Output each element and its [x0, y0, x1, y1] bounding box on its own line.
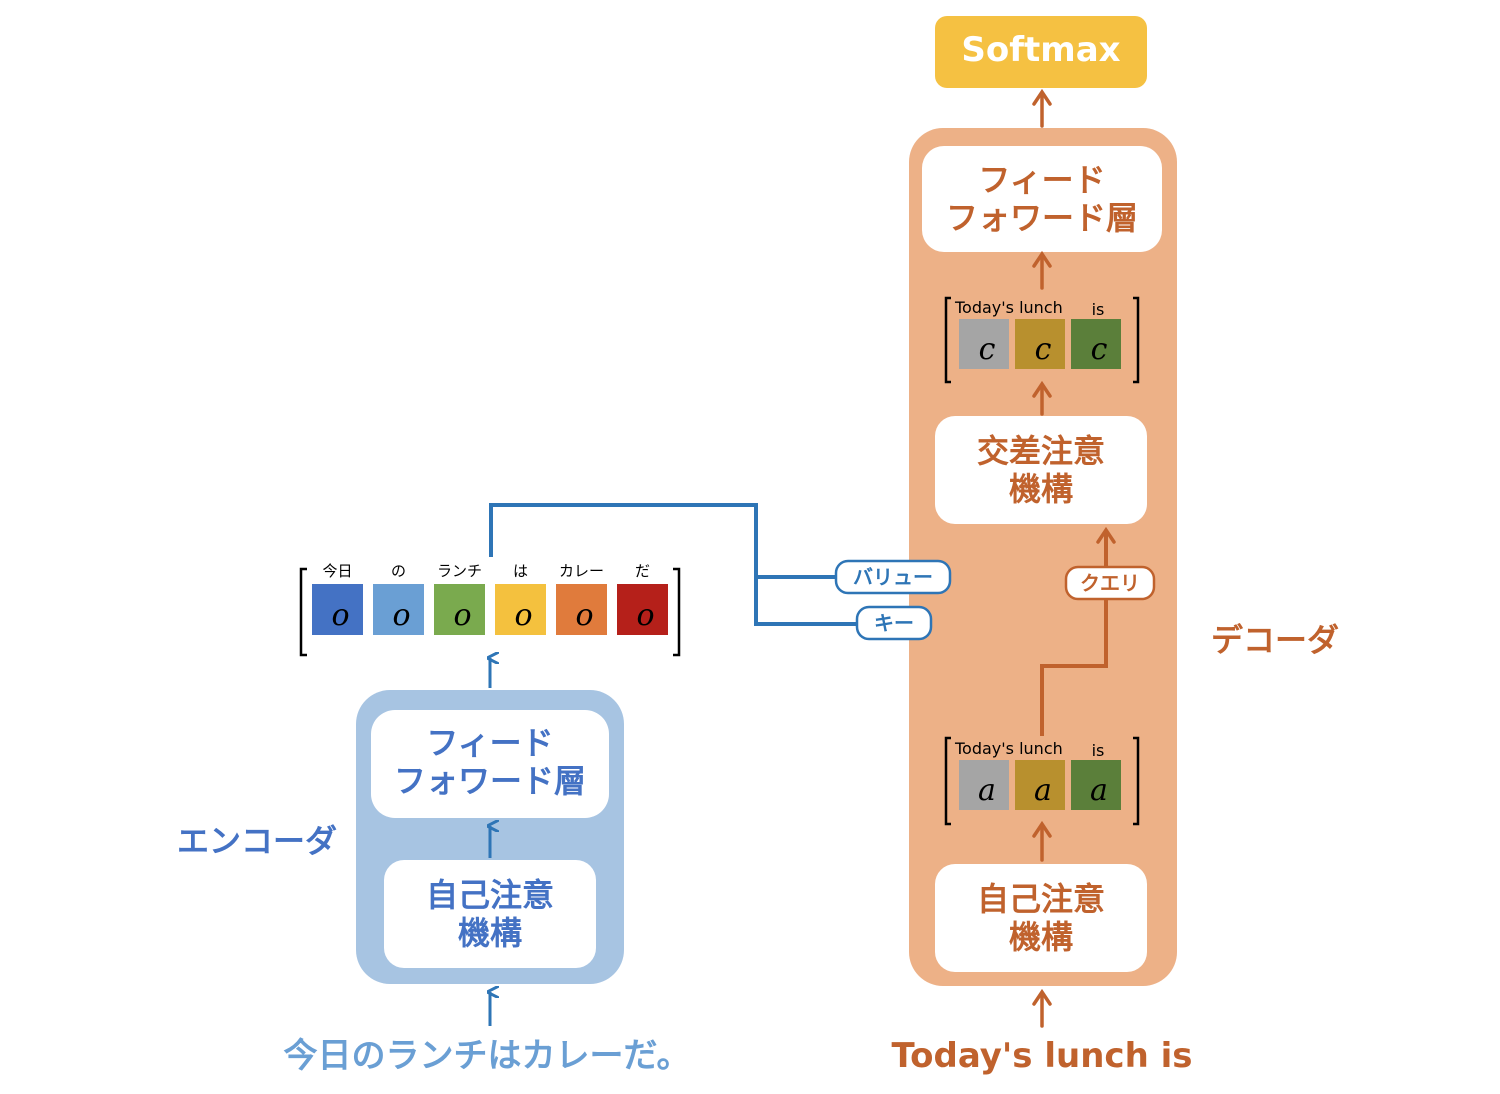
encoder-output-symbol: o — [636, 598, 654, 633]
encoder-output-symbol: o — [453, 598, 471, 633]
encoder-output-token-label: 今日 — [322, 562, 352, 580]
encoder-output-token-label: は — [513, 562, 528, 580]
attn-left-bracket — [944, 736, 951, 826]
decoder-input-sentence: Today's lunch is — [891, 1036, 1192, 1076]
attention-cell — [1071, 760, 1121, 810]
decoder-ffn-box — [922, 146, 1162, 252]
decoder-input-arrow — [1032, 988, 1052, 1028]
encoder-output-cell — [434, 584, 485, 635]
encoder-self-attention-box — [384, 860, 596, 968]
context-symbol: c — [1035, 332, 1052, 367]
attn-token-label: is — [1092, 741, 1105, 760]
softmax-box — [935, 16, 1147, 88]
context-cell — [959, 319, 1009, 369]
encoder-output-cell — [556, 584, 607, 635]
decoder-context-matrix: Today's lunch is c c c — [944, 296, 1140, 384]
attention-symbol: a — [978, 773, 996, 808]
attention-symbol: a — [1034, 773, 1052, 808]
decoder-ffn-label-line1: フィード — [978, 161, 1105, 199]
softmax-label: Softmax — [961, 30, 1120, 70]
encoder-ffn-box — [371, 710, 609, 818]
ffn-to-softmax-arrow — [1032, 88, 1052, 128]
cross-attn-label-line1: 交差注意 — [977, 432, 1105, 470]
context-symbol: c — [979, 332, 996, 367]
attention-symbol: a — [1090, 773, 1108, 808]
context-right-bracket — [1133, 296, 1140, 384]
encoder-ffn-label-line2: フォワード層 — [394, 762, 586, 800]
encoder-input-sentence: 今日のランチはカレーだ。 — [284, 1036, 691, 1076]
self-attn-to-matrix-arrow — [1032, 820, 1052, 862]
context-token-label: is — [1092, 300, 1105, 319]
encoder-left-bracket — [299, 567, 307, 657]
encoder-output-cell — [373, 584, 424, 635]
query-label-pill: クエリ — [1064, 565, 1156, 601]
context-token-label: Today's lunch — [954, 298, 1063, 317]
value-key-connector-line — [489, 503, 1042, 626]
context-symbol: c — [1091, 332, 1108, 367]
encoder-output-token-label: だ — [635, 562, 650, 580]
attention-cell — [1015, 760, 1065, 810]
decoder-attn-label-line1: 自己注意 — [977, 880, 1105, 918]
decoder-ffn-label-line2: フォワード層 — [946, 199, 1138, 237]
context-cell — [1071, 319, 1121, 369]
encoder-output-symbol: o — [331, 598, 349, 633]
encoder-output-cell — [312, 584, 363, 635]
decoder-attn-label-line2: 機構 — [1009, 918, 1073, 956]
attn-right-bracket — [1133, 736, 1140, 826]
query-arrowhead — [1096, 526, 1116, 544]
value-label: バリュー — [853, 565, 933, 589]
encoder-ffn-label-line1: フィード — [426, 724, 553, 762]
key-label-pill: キー — [855, 605, 933, 641]
context-to-ffn-arrow — [1032, 250, 1052, 290]
key-label: キー — [874, 611, 914, 635]
attn-token-label: Today's lunch — [954, 739, 1063, 758]
context-cell — [1015, 319, 1065, 369]
context-left-bracket — [944, 296, 951, 384]
decoder-label: デコーダ — [1211, 621, 1339, 659]
query-label: クエリ — [1080, 571, 1140, 595]
encoder-output-symbol: o — [392, 598, 410, 633]
encoder-output-cell — [617, 584, 668, 635]
encoder-output-token-label: カレー — [559, 562, 604, 580]
cross-attn-to-context-arrow — [1032, 380, 1052, 416]
cross-attn-label-line2: 機構 — [1009, 470, 1073, 508]
cross-attention-box — [935, 416, 1147, 524]
decoder-attention-matrix: Today's lunch is a a a — [944, 736, 1140, 826]
encoder-output-cell — [495, 584, 546, 635]
decoder-self-attention-box — [935, 864, 1147, 972]
encoder-output-symbol: o — [575, 598, 593, 633]
encoder-attn-label-line1: 自己注意 — [426, 876, 554, 914]
encoder-right-bracket — [673, 567, 681, 657]
attention-cell — [959, 760, 1009, 810]
encoder-output-token-label: ランチ — [437, 562, 482, 580]
encoder-output-token-label: の — [391, 562, 406, 580]
encoder-output-symbol: o — [514, 598, 532, 633]
encoder-attn-label-line2: 機構 — [458, 914, 522, 952]
encoder-label: エンコーダ — [177, 822, 337, 860]
value-label-pill: バリュー — [834, 559, 952, 595]
